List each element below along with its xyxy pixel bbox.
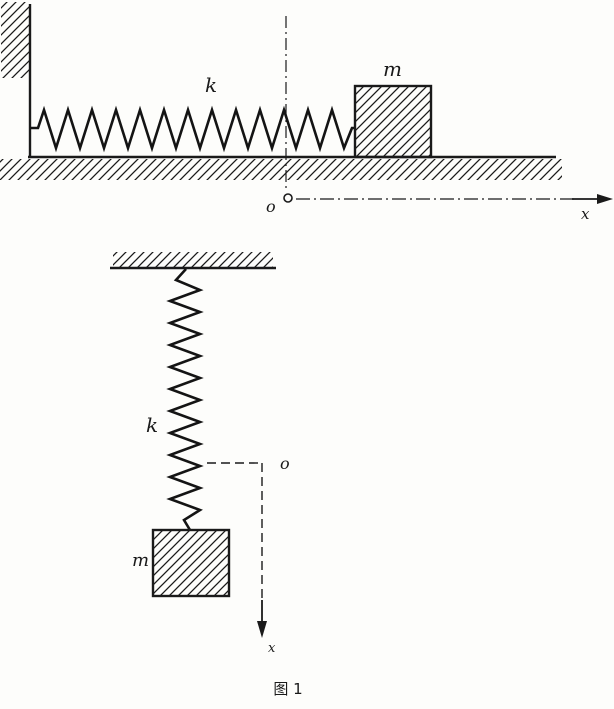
axis-arrowhead-icon <box>257 621 267 638</box>
origin-label: o <box>266 197 276 216</box>
x-axis-arrowhead-icon <box>597 194 613 204</box>
mass-block <box>353 84 433 159</box>
wall-hatching <box>1 2 29 78</box>
mass-label: m <box>383 57 402 81</box>
x-axis-label: x <box>581 205 590 223</box>
origin-point <box>283 193 293 203</box>
figure-caption: 图 1 <box>273 680 302 698</box>
mass-label: m <box>132 550 149 571</box>
axis-label: x <box>268 641 276 656</box>
vertical-spring-mass-diagram: k m o x <box>110 252 290 656</box>
ground-hatching <box>0 159 562 180</box>
spring-label: k <box>205 73 217 97</box>
ceiling-hatching <box>113 252 273 267</box>
horizontal-spring <box>30 105 356 153</box>
spring-label: k <box>146 413 158 437</box>
mass-block <box>151 528 231 598</box>
vertical-spring <box>166 268 204 531</box>
origin-label: o <box>280 454 290 473</box>
horizontal-spring-mass-diagram: k m o x <box>0 2 613 223</box>
